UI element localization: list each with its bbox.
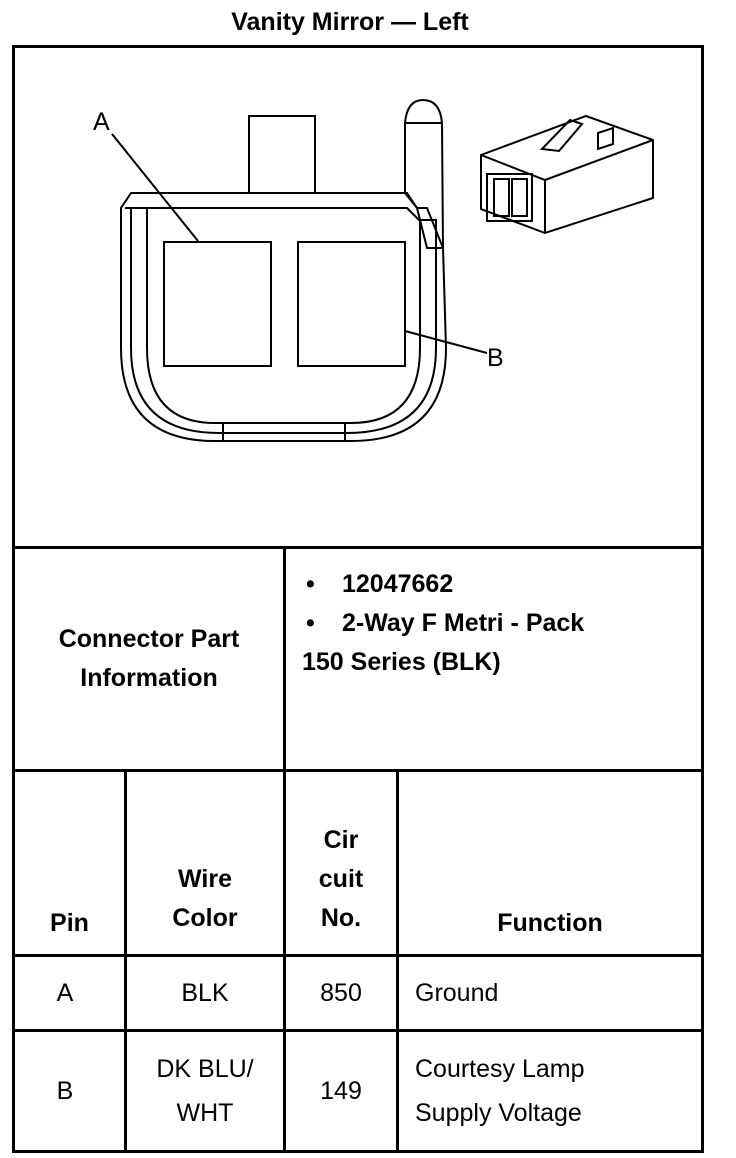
row-b-function: Courtesy Lamp Supply Voltage [399, 1032, 701, 1150]
connector-bottom-tab [222, 423, 346, 441]
row-a-function: Ground [415, 978, 499, 1007]
row-b-function-line2: Supply Voltage [415, 1099, 582, 1127]
header-circuit: Cir cuit No. [286, 772, 396, 954]
row-b-wire-color-line1: DK BLU/ [156, 1055, 254, 1083]
connector-3d-view [480, 114, 654, 235]
connector-lock-post [404, 98, 445, 249]
connector-housing-outline [120, 192, 448, 442]
divider-info [15, 769, 701, 772]
row-a-circuit: 850 [320, 978, 362, 1007]
part-number-item: • 12047662 [300, 565, 701, 604]
connector-type-item: • 2-Way F Metri - Pack [300, 604, 701, 643]
callout-a-label: A [93, 108, 110, 136]
connector-latch [248, 115, 316, 194]
row-b-function-line1: Courtesy Lamp [415, 1055, 585, 1083]
connector-info-label: Connector Part Information [15, 549, 283, 769]
connector-info-label-line1: Connector Part [58, 625, 240, 653]
row-a-pin: A [56, 978, 74, 1007]
row-a-wire-color: BLK [181, 978, 229, 1007]
connector-type: 2-Way F Metri - Pack [342, 609, 585, 637]
row-b-wire-color-line2: WHT [176, 1099, 234, 1127]
header-wire-color-line2: Color [172, 904, 238, 932]
connector-info-details: • 12047662 • 2-Way F Metri - Pack 150 Se… [286, 565, 701, 682]
part-number: 12047662 [342, 570, 454, 598]
divider-col-pin [124, 772, 127, 1150]
header-function: Function [497, 909, 603, 937]
row-b-circuit: 149 [320, 1076, 362, 1105]
connector-face-diagram: A B [93, 98, 654, 442]
header-circuit-line1: Cir [323, 826, 359, 854]
bullet-icon: • [306, 609, 315, 637]
row-b-wire-color: DK BLU/ WHT [127, 1032, 283, 1150]
divider-row-a [15, 1029, 701, 1032]
header-wire-color-line1: Wire [178, 865, 232, 893]
cavity-b [297, 241, 406, 367]
connector-table: A B Connector Part Information • 1204766… [12, 45, 704, 1153]
callout-b-leader [404, 330, 488, 354]
header-circuit-line3: No. [320, 904, 362, 932]
header-pin: Pin [50, 909, 89, 937]
header-circuit-line2: cuit [318, 865, 364, 893]
divider-diagram [15, 546, 701, 549]
divider-col-circuit-left [283, 549, 286, 1150]
row-b-pin: B [56, 1076, 74, 1105]
callout-b-label: B [487, 344, 504, 372]
connector-housing-inner [125, 207, 437, 434]
divider-header [15, 954, 701, 957]
page-title: Vanity Mirror — Left [231, 8, 469, 36]
header-wire-color: Wire Color [127, 772, 283, 954]
divider-col-function [396, 772, 399, 1150]
connector-series: 150 Series (BLK) [302, 648, 501, 676]
connector-info-label-line2: Information [80, 664, 218, 692]
bullet-icon: • [306, 570, 315, 598]
callout-a-leader [111, 133, 199, 242]
cavity-a [163, 241, 272, 367]
